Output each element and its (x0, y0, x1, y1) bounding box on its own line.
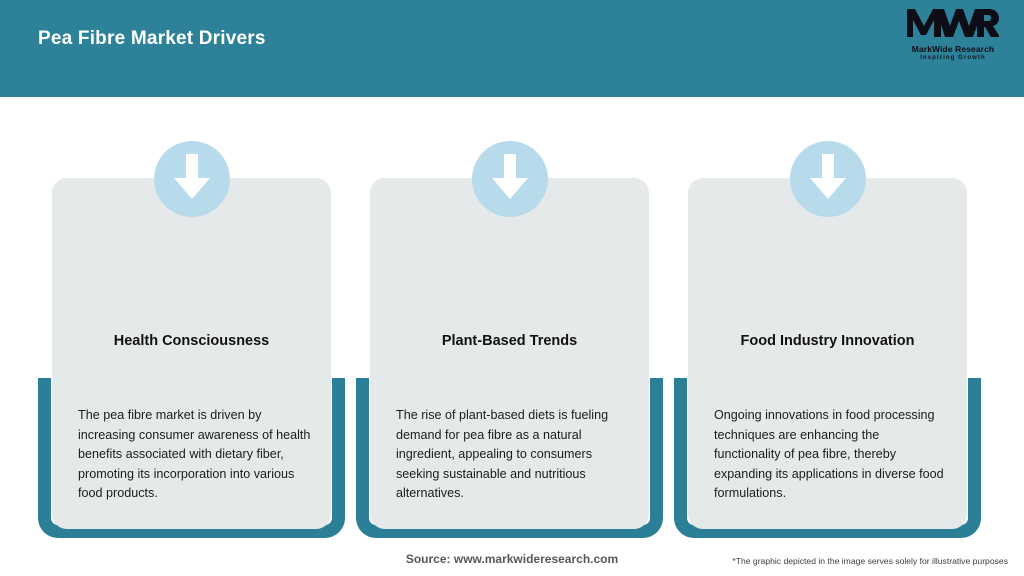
drivers-card-row: Health Consciousness The pea fibre marke… (0, 97, 1024, 538)
driver-card[interactable]: Food Industry Innovation Ongoing innovat… (688, 178, 967, 529)
card-bracket-accent (356, 378, 663, 538)
driver-card-icon-badge (153, 141, 230, 217)
logo-tagline: Inspiring Growth (920, 55, 986, 61)
driver-card-title: Health Consciousness (113, 333, 270, 349)
logo-company-name: MarkWide Research (911, 44, 995, 54)
arrow-down-icon (491, 153, 529, 205)
arrow-down-icon (809, 153, 847, 205)
driver-card-title: Plant-Based Trends (441, 333, 578, 349)
page-header: Pea Fibre Market Drivers MarkWide Resear… (0, 0, 1024, 97)
driver-card-group: Health Consciousness The pea fibre marke… (38, 97, 345, 538)
brand-logo: MarkWide Research Inspiring Growth (900, 8, 1006, 64)
driver-card[interactable]: Plant-Based Trends The rise of plant-bas… (370, 178, 649, 529)
driver-card-body: Ongoing innovations in food processing t… (714, 408, 944, 501)
driver-card[interactable]: Health Consciousness The pea fibre marke… (52, 178, 331, 529)
driver-card-body: The rise of plant-based diets is fueling… (396, 408, 609, 501)
source-label: Source: www.markwideresearch.com (405, 552, 619, 566)
driver-card-icon-badge (789, 141, 866, 217)
page-title: Pea Fibre Market Drivers (38, 28, 266, 49)
driver-card-title: Food Industry Innovation (740, 333, 915, 349)
driver-card-icon-badge (471, 141, 548, 217)
driver-card-group: Food Industry Innovation Ongoing innovat… (674, 97, 981, 538)
driver-card-body: The pea fibre market is driven by increa… (78, 408, 311, 501)
mwr-logo-icon (907, 8, 1000, 43)
arrow-down-icon (173, 153, 211, 205)
disclaimer-label: *The graphic depicted in the image serve… (732, 556, 1008, 566)
driver-card-group: Plant-Based Trends The rise of plant-bas… (356, 97, 663, 538)
